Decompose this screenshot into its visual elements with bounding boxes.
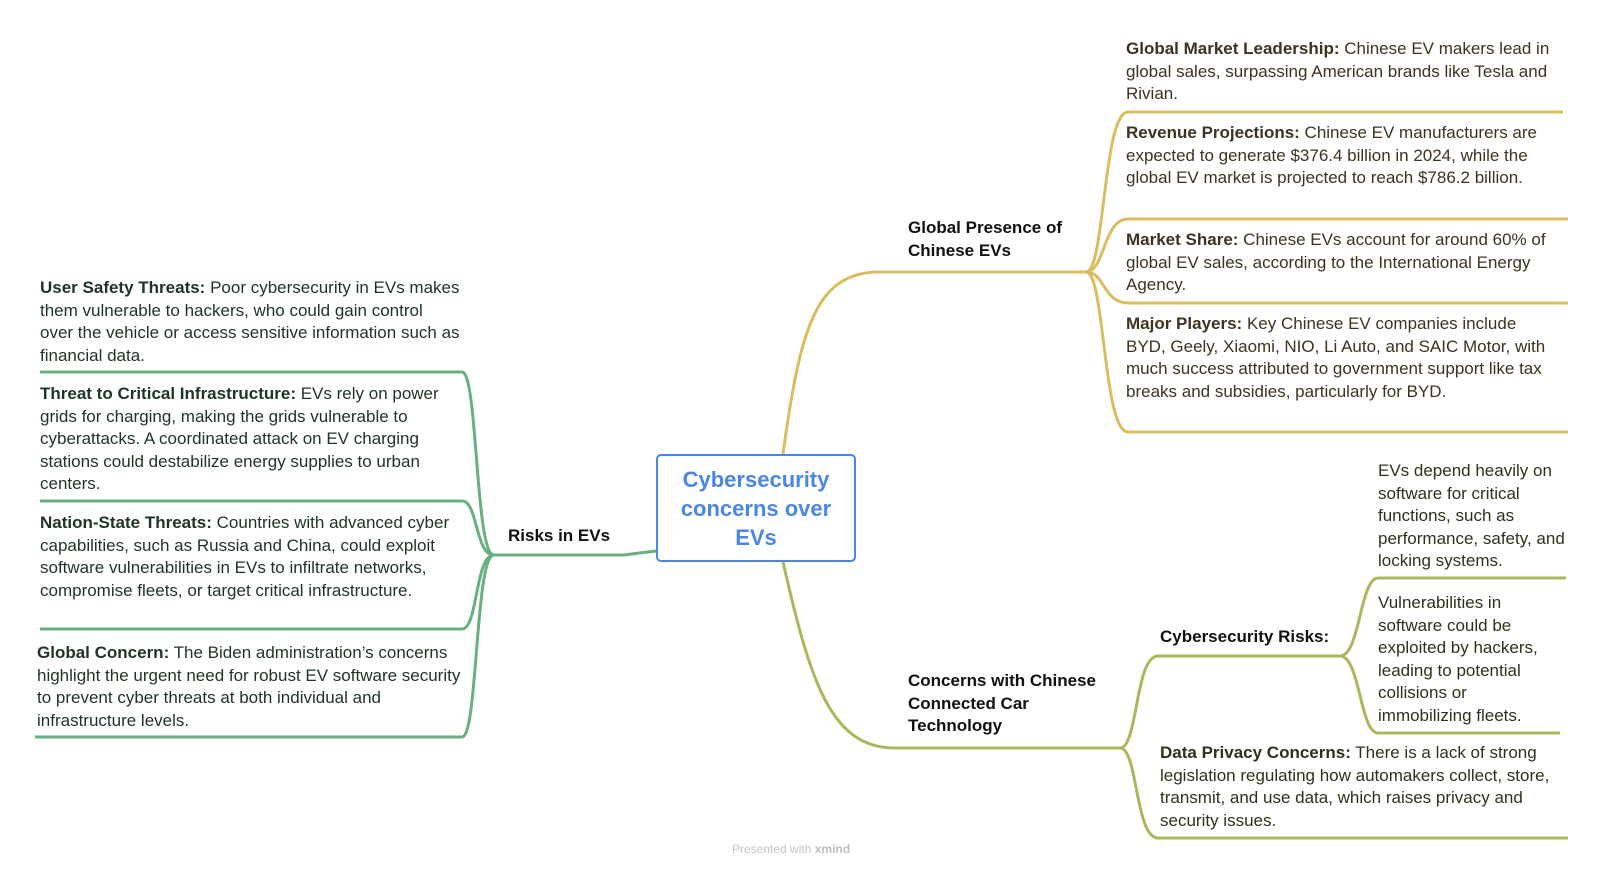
connector-cyber-risks-items (1339, 576, 1379, 735)
topic-text: The Biden administration’s concerns high… (37, 643, 461, 730)
topic-market-share[interactable]: Market Share: Chinese EVs account for ar… (1126, 229, 1568, 297)
topic-text: Chinese EV makers lead in global sales, … (1126, 39, 1550, 103)
topic-software-vulnerabilities[interactable]: Vulnerabilities in software could be exp… (1378, 593, 1538, 725)
topic-ev-software-dependence[interactable]: EVs depend heavily on software for criti… (1378, 461, 1565, 570)
topic-title: User Safety Threats: (40, 278, 206, 297)
xmind-watermark: Presented with xmind (732, 842, 850, 856)
topic-title: Revenue Projections: (1126, 123, 1300, 142)
topic-global-market-leadership[interactable]: Global Market Leadership: Chinese EV mak… (1126, 38, 1556, 106)
topic-major-players[interactable]: Major Players: Key Chinese EV companies … (1126, 313, 1558, 403)
topic-text: Chinese EV manufacturers are expected to… (1126, 123, 1537, 187)
topic-text: There is a lack of strong legislation re… (1160, 743, 1550, 830)
xmind-logo-text: xmind (814, 842, 851, 856)
topic-text: Key Chinese EV companies include BYD, Ge… (1126, 314, 1546, 401)
central-topic-label: Cybersecurity concerns over EVs (680, 466, 832, 550)
footer-prefix: Presented with (732, 842, 815, 856)
connector-central-to-connected-car (781, 561, 1120, 750)
topic-cybersecurity-risks[interactable]: Cybersecurity Risks: (1160, 627, 1330, 646)
topic-text: Chinese EVs account for around 60% of gl… (1126, 230, 1546, 294)
topic-title: Data Privacy Concerns: (1160, 743, 1351, 762)
topic-revenue-projections[interactable]: Revenue Projections: Chinese EV manufact… (1126, 122, 1558, 190)
topic-critical-infrastructure[interactable]: Threat to Critical Infrastructure: EVs r… (40, 383, 460, 496)
topic-text: Countries with advanced cyber capabiliti… (40, 513, 450, 600)
topic-title: Global Concern: (37, 643, 170, 662)
central-topic[interactable]: Cybersecurity concerns over EVs (656, 454, 856, 562)
topic-title: Major Players: (1126, 314, 1243, 333)
connector-risks-items (460, 370, 495, 739)
branch-connected-car[interactable]: Concerns with Chinese Connected Car Tech… (908, 671, 1096, 735)
topic-title: Nation-State Threats: (40, 513, 212, 532)
topic-title: Global Market Leadership: (1126, 39, 1340, 58)
connector-connected-car-items (1119, 654, 1159, 840)
topic-title: Market Share: (1126, 230, 1239, 249)
branch-global-presence[interactable]: Global Presence of Chinese EVs (908, 218, 1062, 260)
connector-global-presence-items (1085, 110, 1129, 434)
topic-text: EVs rely on power grids for charging, ma… (40, 384, 439, 493)
topic-text: Poor cybersecurity in EVs makes them vul… (40, 278, 460, 365)
topic-title: Threat to Critical Infrastructure: (40, 384, 296, 403)
topic-global-concern[interactable]: Global Concern: The Biden administration… (37, 642, 462, 732)
topic-user-safety-threats[interactable]: User Safety Threats: Poor cybersecurity … (40, 277, 460, 367)
branch-risks[interactable]: Risks in EVs (508, 526, 611, 545)
connector-central-to-risks (494, 549, 657, 557)
topic-data-privacy-concerns[interactable]: Data Privacy Concerns: There is a lack o… (1160, 742, 1565, 832)
connector-central-to-global-presence (781, 270, 1086, 455)
topic-nation-state-threats[interactable]: Nation-State Threats: Countries with adv… (40, 512, 460, 602)
